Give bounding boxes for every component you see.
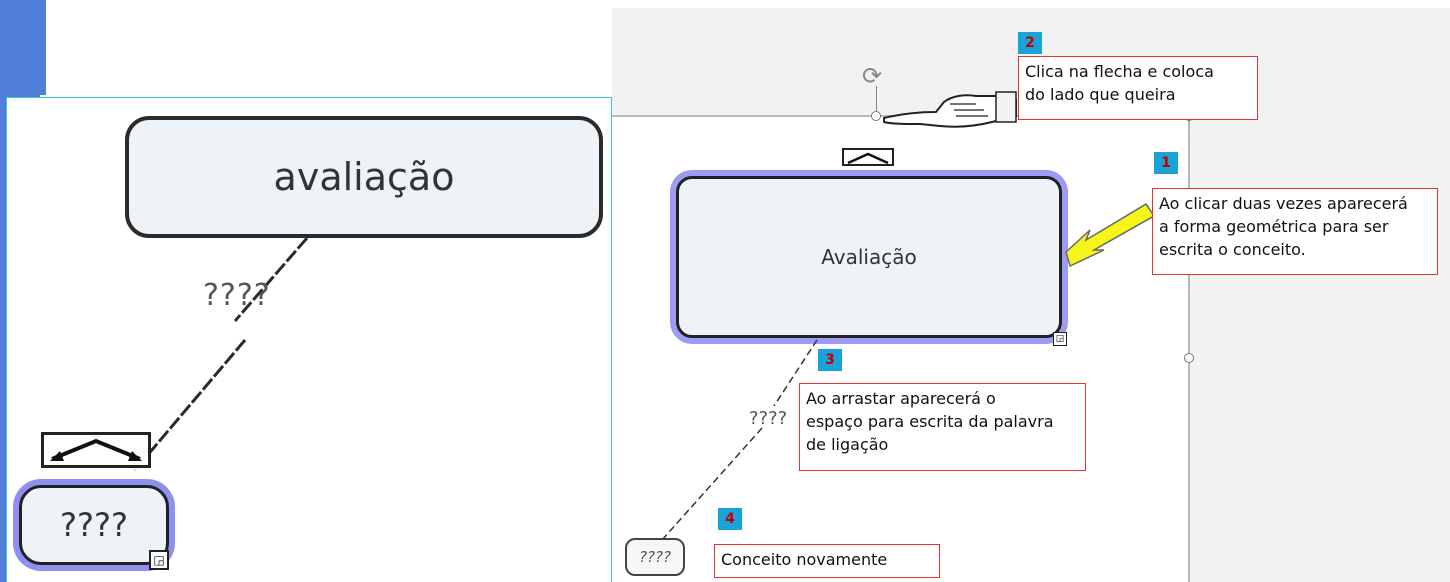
left-concept-map-panel: avaliação ???? ???? ◲ — [6, 97, 612, 582]
callout-line: escrita o conceito. — [1159, 240, 1306, 259]
callout-step-4: Conceito novamente — [714, 544, 940, 578]
rotate-stem — [876, 86, 877, 112]
callout-line: do lado que queira — [1025, 85, 1176, 104]
side-gray-area — [1190, 116, 1450, 582]
resize-icon[interactable]: ◲ — [149, 550, 169, 570]
expand-arrows-icon[interactable] — [41, 432, 151, 468]
left-connector-line — [133, 237, 309, 471]
concept-node-avaliacao[interactable]: Avaliação — [676, 176, 1062, 338]
step-badge-4: 4 — [718, 508, 742, 530]
callout-step-2: Clica na flecha e coloca do lado que que… — [1018, 56, 1258, 120]
right-connector-line — [661, 339, 818, 541]
linking-phrase[interactable]: ???? — [203, 278, 271, 313]
concept-node-new[interactable]: ???? — [625, 538, 685, 576]
callout-step-1: Ao clicar duas vezes aparecerá a forma g… — [1152, 188, 1438, 275]
callout-line: a forma geométrica para ser — [1159, 217, 1389, 236]
callout-line: Clica na flecha e coloca — [1025, 62, 1214, 81]
concept-node-new[interactable]: ???? — [19, 485, 169, 565]
resize-icon[interactable]: ◲ — [1053, 332, 1067, 346]
step-badge-2: 2 — [1018, 32, 1042, 54]
yellow-arrow-icon — [1065, 202, 1156, 268]
expand-arrows-icon[interactable] — [842, 148, 894, 166]
concept-node-avaliacao[interactable]: avaliação — [125, 116, 603, 238]
callout-line: Conceito novamente — [721, 550, 888, 569]
callout-line: de ligação — [806, 435, 889, 454]
callout-line: Ao arrastar aparecerá o — [806, 389, 996, 408]
step-badge-3: 3 — [818, 349, 842, 371]
rotate-icon[interactable]: ⟳ — [862, 62, 883, 90]
callout-step-3: Ao arrastar aparecerá o espaço para escr… — [799, 383, 1086, 471]
chevron-arrows-icon — [50, 438, 142, 461]
linking-phrase[interactable]: ???? — [749, 408, 788, 429]
pointing-hand-icon — [883, 91, 1017, 128]
callout-line: espaço para escrita da palavra — [806, 412, 1054, 431]
selection-right-border — [1188, 116, 1190, 582]
selection-handle-right[interactable] — [1184, 353, 1194, 363]
step-badge-1: 1 — [1154, 152, 1178, 174]
chevron-arrows-icon — [847, 152, 889, 165]
callout-line: Ao clicar duas vezes aparecerá — [1159, 194, 1408, 213]
left-accent-bar-top — [40, 0, 46, 95]
